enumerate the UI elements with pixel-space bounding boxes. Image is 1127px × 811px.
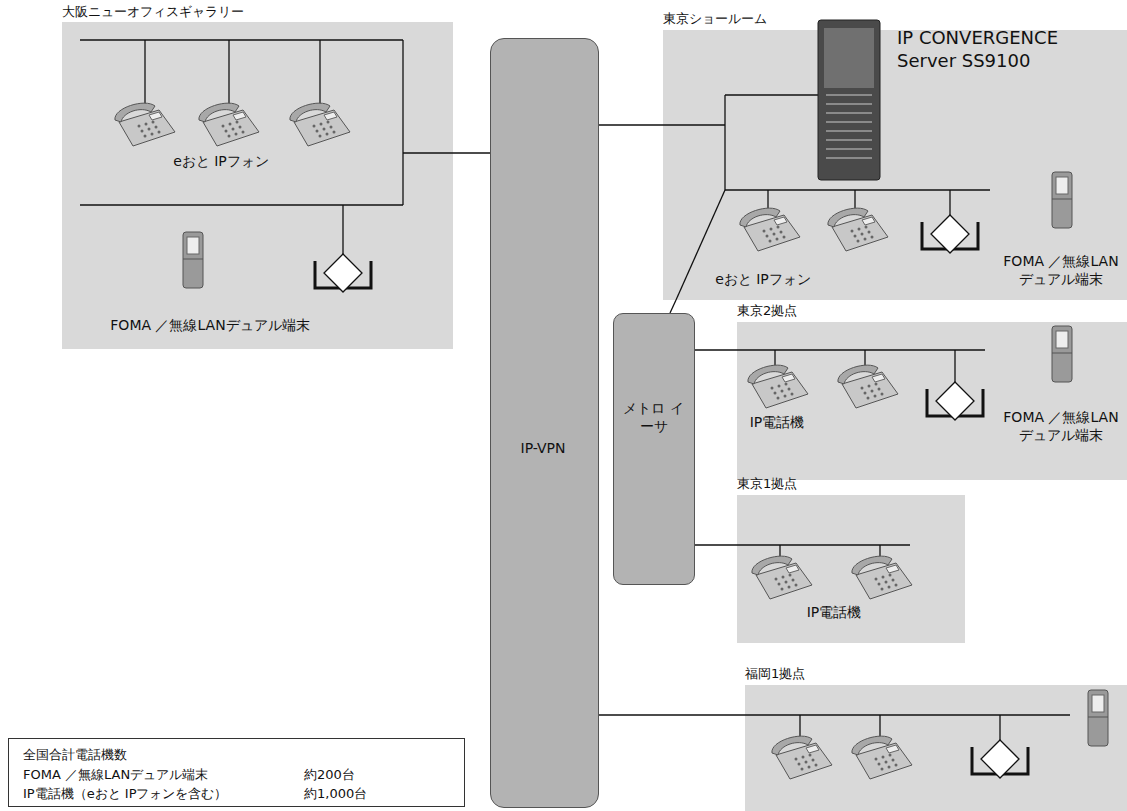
site-heading: 東京2拠点 xyxy=(737,303,797,320)
lan-wire xyxy=(144,40,145,104)
lan-wire xyxy=(779,545,780,556)
server-icon xyxy=(818,20,880,180)
mobile-icon xyxy=(1052,172,1072,228)
lan-wire xyxy=(854,190,855,208)
access-point-icon xyxy=(972,740,1028,778)
phone-icon xyxy=(838,365,898,408)
mobile-icon xyxy=(183,232,203,288)
region-ground xyxy=(737,495,965,643)
site-region: 東京1拠点IP電話機 xyxy=(737,495,965,643)
server-label: IP CONVERGENCE Server SS9100 xyxy=(897,26,1122,73)
lan-wire xyxy=(879,715,880,736)
total-heading: 全国合計電話機数 xyxy=(23,747,127,764)
network-label: IP-VPN xyxy=(493,439,593,457)
access-point-icon xyxy=(927,382,983,420)
site-region: 東京2拠点IP電話機FOMA ／無線LAN デュアル端末 xyxy=(737,322,1127,480)
lan-wire xyxy=(737,544,910,545)
lan-wire xyxy=(745,714,1070,715)
lan-wire xyxy=(864,350,865,365)
lan-wire xyxy=(403,152,453,153)
phone-icon xyxy=(290,103,350,146)
terminal-label: FOMA ／無線LAN デュアル端末 xyxy=(1000,252,1122,288)
lan-wire xyxy=(663,124,725,125)
network-label: メトロ イーサ xyxy=(618,399,689,435)
lan-wire xyxy=(724,95,725,190)
site-heading: 東京1拠点 xyxy=(737,476,797,493)
network-link xyxy=(453,152,490,153)
network-link xyxy=(599,714,745,715)
lan-wire xyxy=(767,190,768,208)
terminal-label: FOMA ／無線LANデュアル端末 xyxy=(75,316,345,334)
lan-wire xyxy=(954,350,955,382)
lan-wire xyxy=(999,715,1000,740)
region-ground xyxy=(663,30,1127,300)
total-count: 約200台 xyxy=(304,767,355,784)
phone-icon xyxy=(828,208,888,251)
site-region: 東京ショールームIP CONVERGENCE Server SS9100eおと … xyxy=(663,30,1127,300)
phone-icon xyxy=(748,365,808,408)
phone-icon xyxy=(852,736,912,779)
mobile-icon xyxy=(1088,690,1108,746)
phone-label: IP電話機 xyxy=(794,603,874,621)
lan-wire xyxy=(879,545,880,556)
lan-wire xyxy=(319,40,320,104)
access-point-icon xyxy=(315,254,371,292)
terminal-label: FOMA ／無線LAN デュアル端末 xyxy=(1000,408,1122,444)
phone-icon xyxy=(852,556,912,599)
site-heading: 大阪ニューオフィスギャラリー xyxy=(62,4,244,21)
phone-label: eおと IPフォン xyxy=(141,152,301,170)
phone-icon xyxy=(740,208,800,251)
lan-wire xyxy=(228,40,229,104)
phone-icon xyxy=(199,103,259,146)
phone-label: IP電話機 xyxy=(737,413,817,431)
lan-wire xyxy=(342,205,343,254)
lan-wire xyxy=(402,40,403,205)
region-ground xyxy=(62,22,453,349)
lan-wire xyxy=(737,349,985,350)
network-link xyxy=(670,300,676,313)
phone-icon xyxy=(115,103,175,146)
phone-icon xyxy=(752,556,812,599)
network-bar: メトロ イーサ xyxy=(613,313,695,585)
network-bar: IP-VPN xyxy=(490,38,599,808)
total-box: 全国合計電話機数 FOMA ／無線LANデュアル端末 約200台 IP電話機（eおと … xyxy=(8,738,465,807)
network-link xyxy=(695,544,737,545)
site-heading: 東京ショールーム xyxy=(663,11,767,28)
network-link xyxy=(695,349,737,350)
total-item: IP電話機（eおと IPフォンを含む） xyxy=(23,786,227,803)
lan-wire xyxy=(949,190,950,215)
network-link xyxy=(599,124,663,125)
phone-label: eおと IPフォン xyxy=(693,270,833,288)
total-count: 約1,000台 xyxy=(304,786,367,803)
site-region: 大阪ニューオフィスギャラリーeおと IPフォンFOMA ／無線LANデュアル端末 xyxy=(62,22,453,349)
mobile-icon xyxy=(1052,326,1072,382)
phone-icon xyxy=(772,736,832,779)
lan-wire xyxy=(725,94,818,95)
lan-wire xyxy=(80,204,403,205)
lan-wire xyxy=(799,715,800,736)
lan-wire xyxy=(774,350,775,365)
site-heading: 福岡1拠点 xyxy=(745,666,805,683)
lan-wire xyxy=(80,39,403,40)
region-ground xyxy=(745,685,1127,811)
access-point-icon xyxy=(922,215,978,253)
region-ground xyxy=(737,322,1127,480)
site-region: 福岡1拠点 xyxy=(745,685,1127,811)
total-item: FOMA ／無線LANデュアル端末 xyxy=(23,767,208,784)
